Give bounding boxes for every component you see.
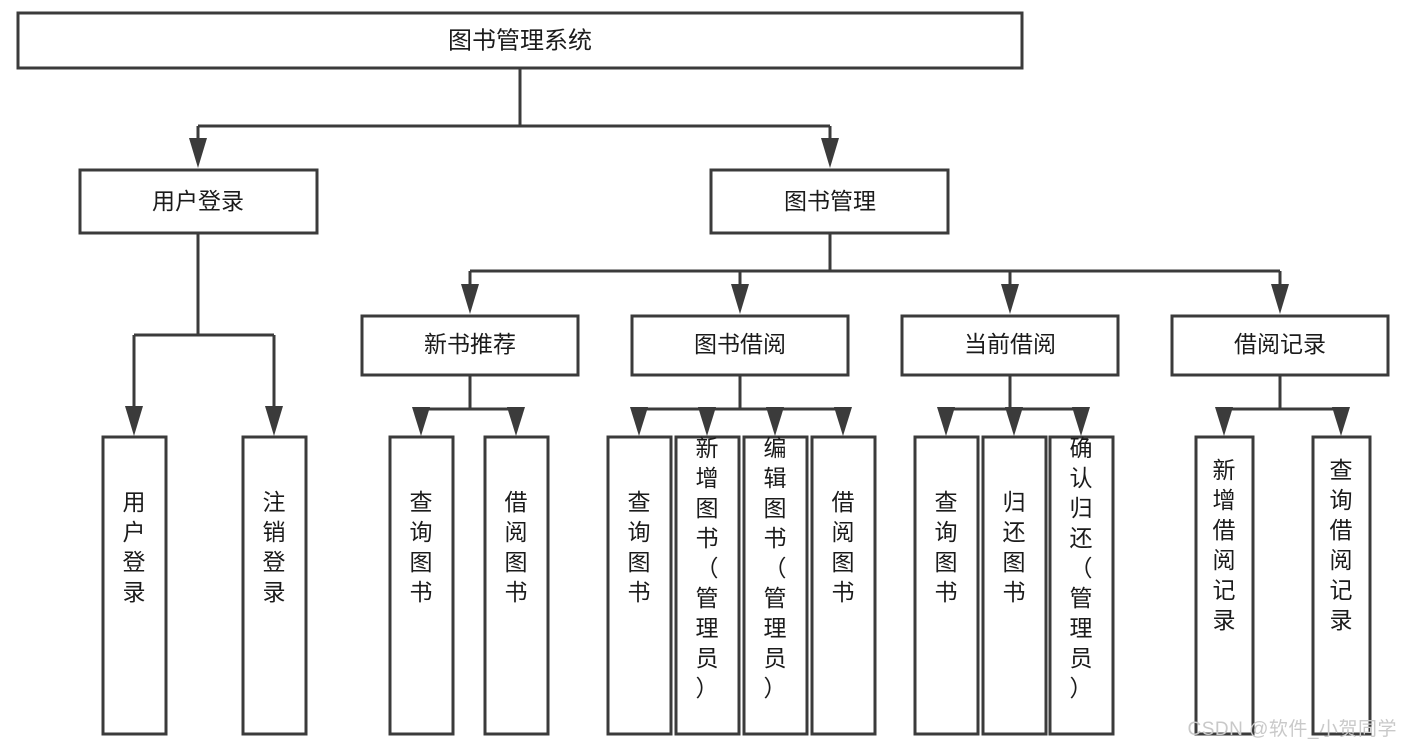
leaf-user-login-label: 用户登录 [123, 489, 146, 605]
leaf-return-book[interactable]: 归还图书 [981, 435, 1048, 736]
leaf-query-record-box[interactable] [1311, 435, 1372, 736]
arrow-bm-to-bookborrow [731, 284, 749, 314]
leaf-edit-book-label: 编辑图书（管理员） [764, 435, 787, 701]
leaf-query-book-3-label: 查询图书 [935, 489, 958, 605]
leaf-borrow-book-2-label: 借阅图书 [832, 489, 855, 605]
node-book-borrow[interactable]: 图书借阅 [630, 314, 850, 377]
leaf-user-login-box[interactable] [101, 435, 168, 736]
book-manage-box[interactable] [709, 168, 950, 235]
leaf-query-book-3-box[interactable] [913, 435, 980, 736]
leaf-user-logout-box[interactable] [241, 435, 308, 736]
leaf-return-book-box[interactable] [981, 435, 1048, 736]
leaf-query-record-label: 查询借阅记录 [1330, 457, 1353, 633]
arrow-userlogin-leaf2 [265, 406, 283, 436]
arrow-bookborrow-leaf2 [698, 407, 716, 436]
book-borrow-label: 图书借阅 [694, 331, 786, 357]
arrow-bm-to-newbook [461, 284, 479, 314]
book-manage-label: 图书管理 [784, 188, 876, 214]
arrow-newbook-leaf1 [412, 407, 430, 436]
leaf-query-book-2[interactable]: 查询图书 [606, 435, 673, 736]
leaf-query-book-1[interactable]: 查询图书 [388, 435, 455, 736]
leaf-borrow-book-2-box[interactable] [810, 435, 877, 736]
arrow-newbook-leaf2 [507, 407, 525, 436]
arrow-currentborrow-leaf1 [937, 407, 955, 436]
arrow-borrowrecord-leaf2 [1332, 407, 1350, 436]
arrow-bm-to-borrowrecord [1271, 284, 1289, 314]
borrow-record-box[interactable] [1170, 314, 1390, 377]
new-book-recommend-box[interactable] [360, 314, 580, 377]
root-box[interactable] [16, 11, 1024, 70]
leaf-borrow-book-1[interactable]: 借阅图书 [483, 435, 550, 736]
book-borrow-box[interactable] [630, 314, 850, 377]
arrow-root-to-userlogin [189, 138, 207, 168]
node-new-book-recommend[interactable]: 新书推荐 [360, 314, 580, 377]
leaf-query-book-3[interactable]: 查询图书 [913, 435, 980, 736]
leaf-user-logout[interactable]: 注销登录 [241, 435, 308, 736]
leaf-add-book-label: 新增图书（管理员） [696, 435, 719, 701]
node-root[interactable]: 图书管理系统 [16, 11, 1024, 70]
leaf-query-book-1-box[interactable] [388, 435, 455, 736]
leaf-query-book-2-label: 查询图书 [628, 489, 651, 605]
leaf-user-logout-label: 注销登录 [263, 489, 286, 605]
arrow-currentborrow-leaf2 [1005, 407, 1023, 436]
root-label: 图书管理系统 [448, 27, 592, 54]
arrow-currentborrow-leaf3 [1072, 407, 1090, 436]
leaf-borrow-book-2[interactable]: 借阅图书 [810, 435, 877, 736]
current-borrow-label: 当前借阅 [964, 331, 1056, 357]
leaf-return-book-label: 归还图书 [1003, 489, 1026, 605]
leaf-add-record-label: 新增借阅记录 [1213, 457, 1236, 633]
leaf-edit-book-box[interactable] [742, 435, 809, 736]
leaf-add-book-box[interactable] [674, 435, 741, 736]
leaf-user-login[interactable]: 用户登录 [101, 435, 168, 736]
node-book-manage[interactable]: 图书管理 [709, 168, 950, 235]
new-book-recommend-label: 新书推荐 [424, 331, 516, 357]
leaf-add-record[interactable]: 新增借阅记录 [1194, 435, 1255, 736]
leaf-confirm-return-label: 确认归还（管理员） [1070, 435, 1093, 701]
current-borrow-box[interactable] [900, 314, 1120, 377]
arrow-userlogin-leaf1 [125, 406, 143, 436]
leaf-add-book[interactable]: 新增图书（管理员） [674, 435, 741, 736]
arrow-borrowrecord-leaf1 [1215, 407, 1233, 436]
node-current-borrow[interactable]: 当前借阅 [900, 314, 1120, 377]
arrow-bm-to-currentborrow [1001, 284, 1019, 314]
node-borrow-record[interactable]: 借阅记录 [1170, 314, 1390, 377]
leaf-borrow-book-1-box[interactable] [483, 435, 550, 736]
arrow-bookborrow-leaf3 [766, 407, 784, 436]
arrow-root-to-bookmanage [821, 138, 839, 168]
user-login-label: 用户登录 [152, 188, 244, 214]
arrow-bookborrow-leaf1 [630, 407, 648, 436]
arrow-bookborrow-leaf4 [834, 407, 852, 436]
node-user-login[interactable]: 用户登录 [78, 168, 319, 235]
leaf-query-book-2-box[interactable] [606, 435, 673, 736]
leaf-confirm-return[interactable]: 确认归还（管理员） [1048, 435, 1115, 736]
leaf-edit-book[interactable]: 编辑图书（管理员） [742, 435, 809, 736]
leaf-add-record-box[interactable] [1194, 435, 1255, 736]
borrow-record-label: 借阅记录 [1234, 331, 1326, 357]
leaf-borrow-book-1-label: 借阅图书 [505, 489, 528, 605]
leaf-query-book-1-label: 查询图书 [410, 489, 433, 605]
leaf-query-record[interactable]: 查询借阅记录 [1311, 435, 1372, 736]
leaf-confirm-return-box[interactable] [1048, 435, 1115, 736]
